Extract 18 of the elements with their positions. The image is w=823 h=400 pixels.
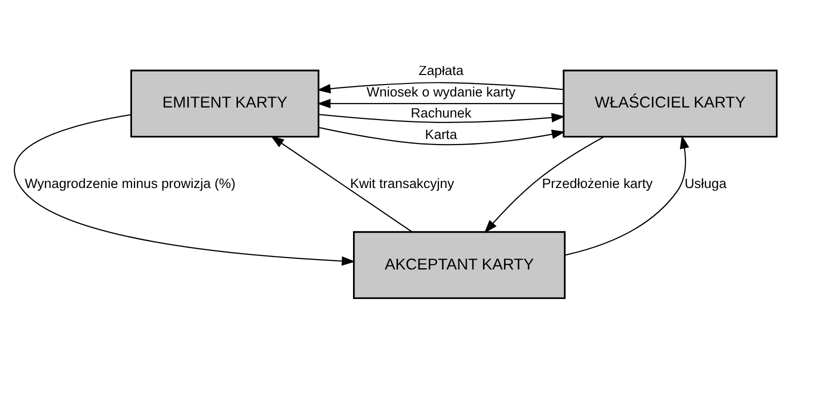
edge-label: Karta	[424, 126, 458, 142]
arrow	[564, 134, 690, 256]
edge-label: Kwit transakcyjny	[350, 175, 454, 190]
edge-label: Przedłożenie karty	[542, 175, 653, 190]
arrow	[317, 98, 564, 108]
arrow	[318, 112, 566, 122]
node-box: WŁAŚCICIEL KARTY	[562, 69, 778, 138]
arrow	[484, 136, 604, 233]
node-box: AKCEPTANT KARTY	[353, 230, 566, 299]
edge-label: Wniosek o wydanie karty	[366, 84, 516, 99]
arrow	[270, 135, 413, 232]
edge-label: Wynagrodzenie minus prowizja (%)	[24, 175, 236, 190]
arrow	[317, 82, 564, 93]
edge-label: Rachunek	[410, 105, 472, 120]
arrow	[14, 114, 356, 266]
edge-label: Usługa	[684, 175, 726, 190]
arrow	[318, 126, 566, 145]
node-box: EMITENT KARTY	[130, 69, 320, 138]
